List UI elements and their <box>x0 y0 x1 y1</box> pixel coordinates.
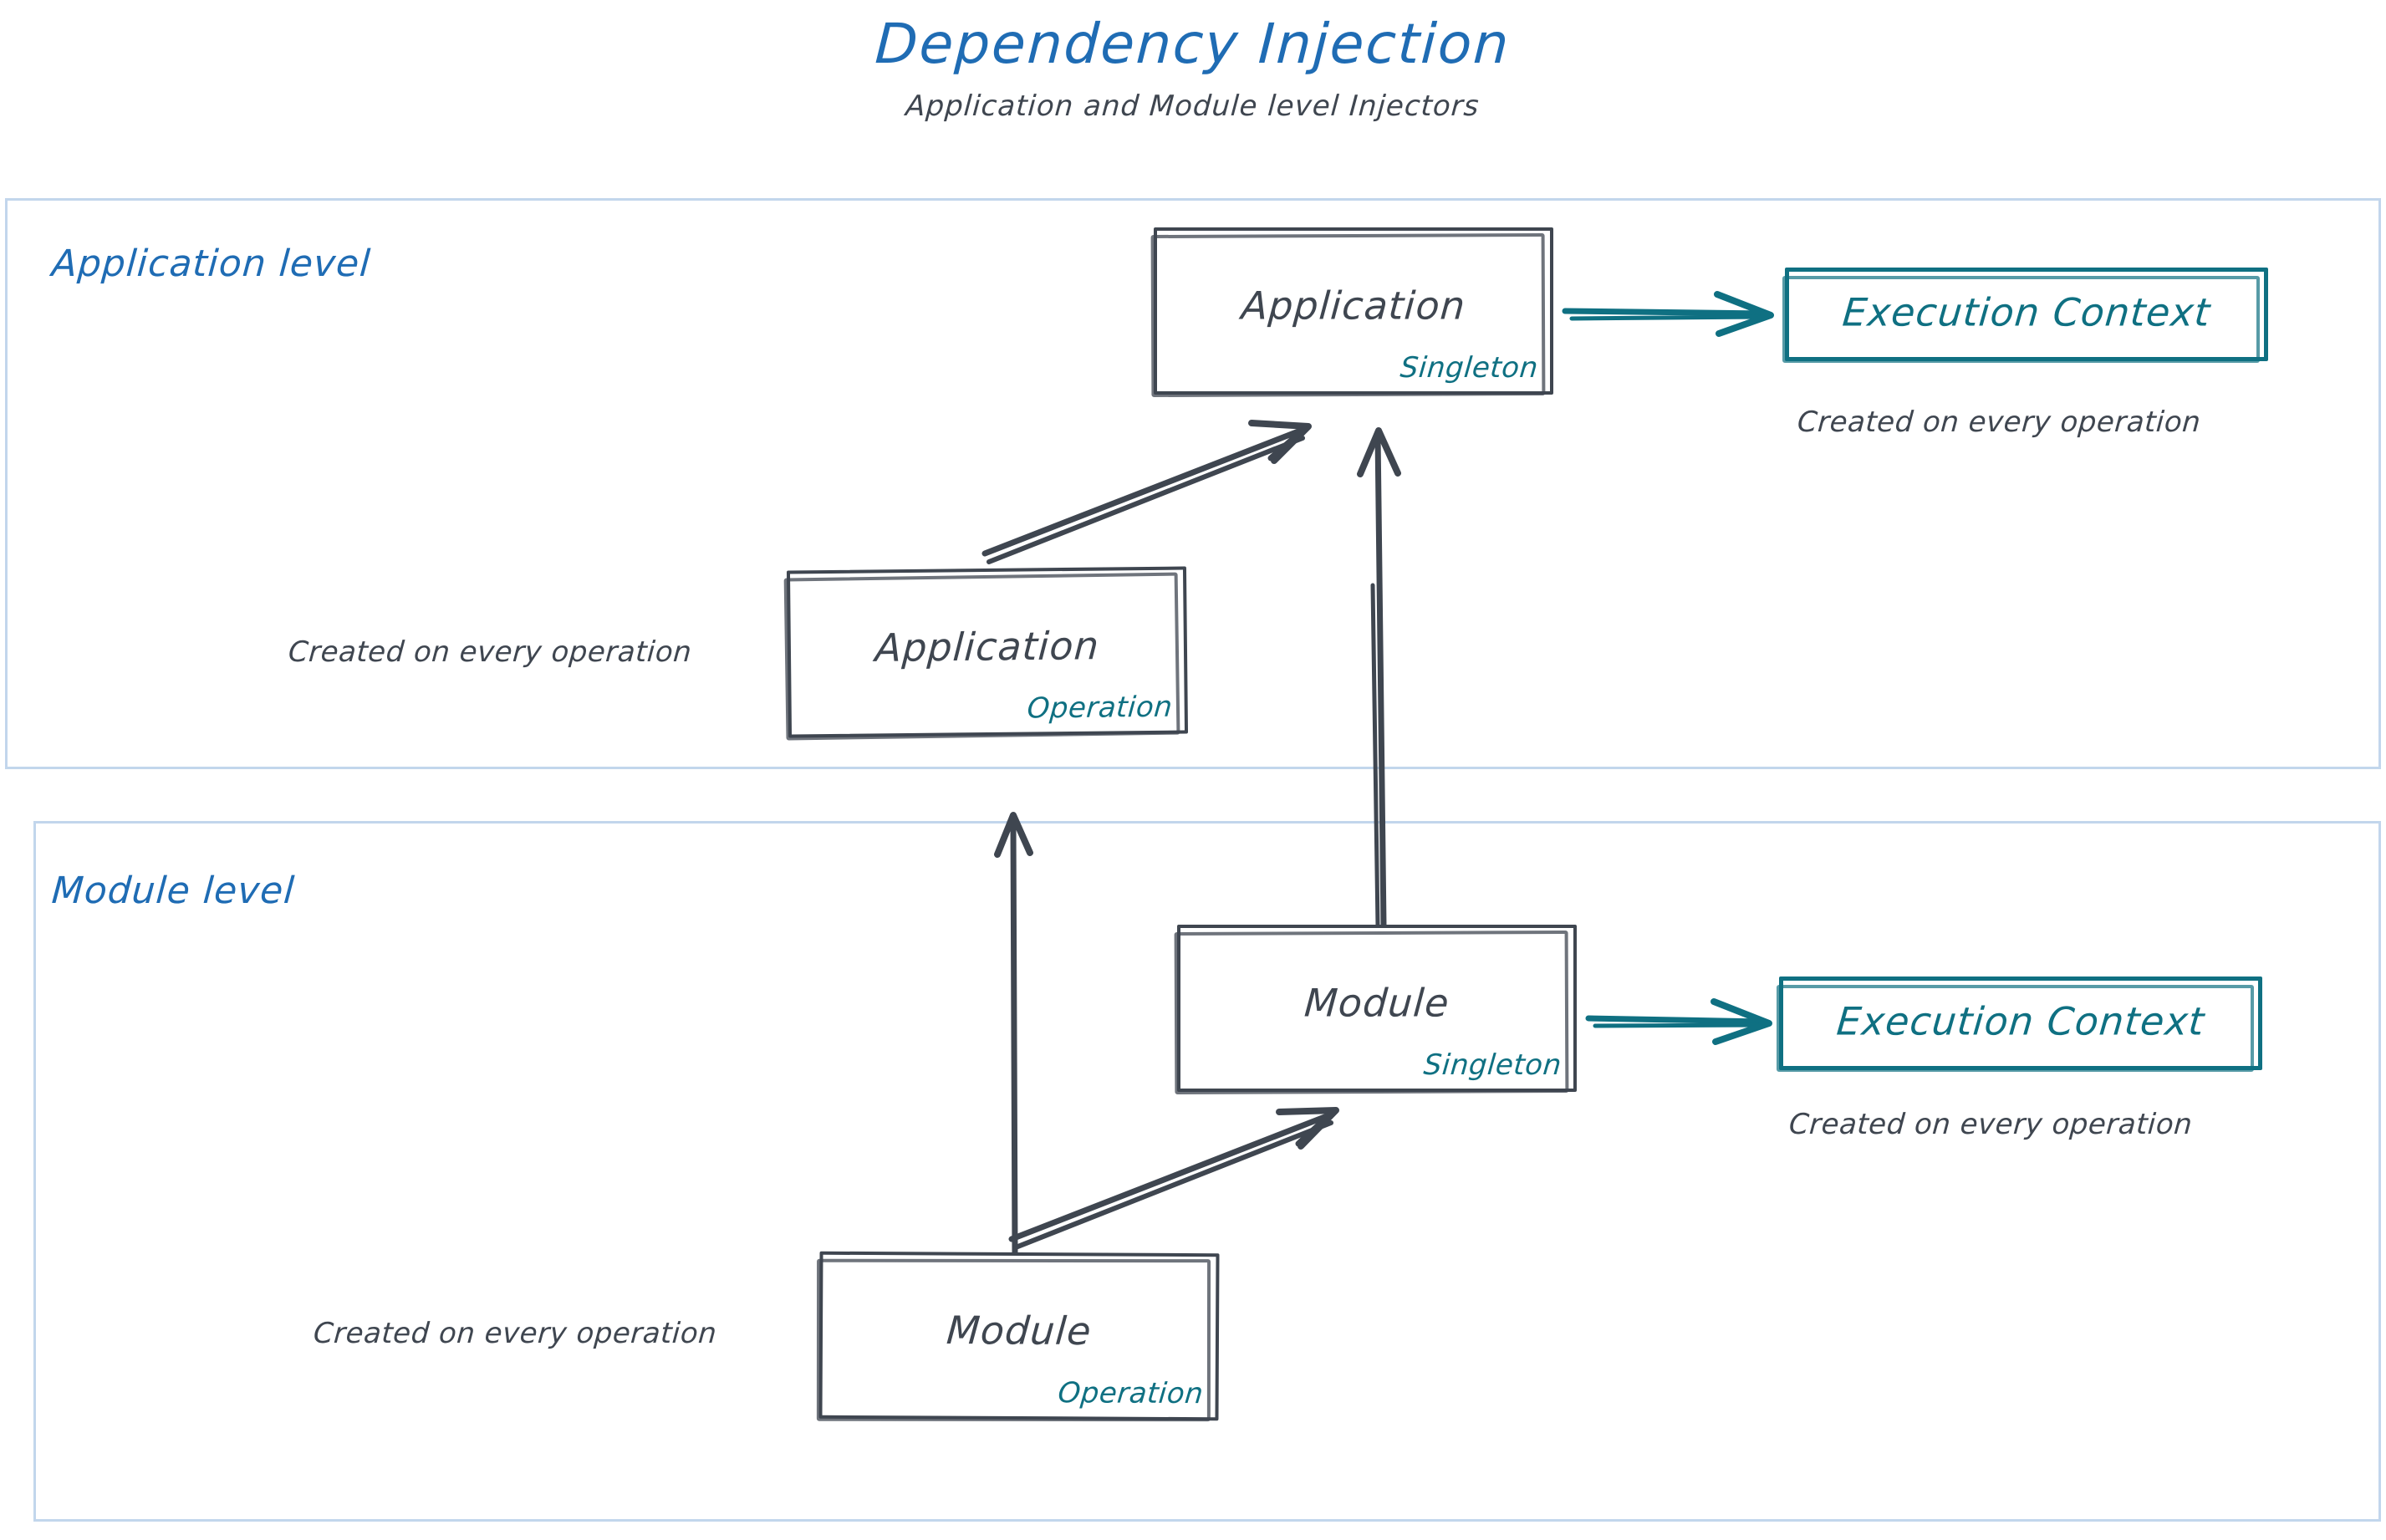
node-title: Application <box>874 623 1101 671</box>
lane-application-level <box>5 198 2381 769</box>
node-application-operation[interactable]: Application Operation <box>786 566 1189 738</box>
node-scope-badge: Operation <box>1057 1376 1206 1411</box>
node-module-operation[interactable]: Module Operation <box>818 1251 1220 1421</box>
caption-execution-context-application: Created on every operation <box>1796 405 2202 439</box>
execution-context-application[interactable]: Execution Context <box>1782 268 2268 363</box>
node-module-singleton[interactable]: Module Singleton <box>1177 925 1577 1092</box>
node-title: Module <box>945 1308 1094 1354</box>
node-scope-badge: Operation <box>1026 690 1175 726</box>
caption-module-operation: Created on every operation <box>312 1317 718 1350</box>
execution-context-label: Execution Context <box>1834 998 2207 1044</box>
execution-context-label: Execution Context <box>1840 289 2213 335</box>
node-application-singleton[interactable]: Application Singleton <box>1154 227 1553 395</box>
page-subtitle: Application and Module level Injectors <box>904 89 1481 123</box>
execution-context-module[interactable]: Execution Context <box>1777 977 2262 1072</box>
lane-module-level-label: Module level <box>50 869 297 912</box>
page-title: Dependency Injection <box>873 12 1512 76</box>
node-scope-badge: Singleton <box>1422 1048 1563 1082</box>
node-title: Module <box>1303 980 1451 1026</box>
caption-execution-context-module: Created on every operation <box>1787 1108 2194 1141</box>
title-block: Dependency Injection Application and Mod… <box>0 0 2386 123</box>
caption-application-operation: Created on every operation <box>287 635 693 669</box>
node-scope-badge: Singleton <box>1399 351 1540 385</box>
node-title: Application <box>1240 283 1467 329</box>
lane-module-level <box>33 821 2381 1522</box>
lane-application-level-label: Application level <box>50 242 373 285</box>
